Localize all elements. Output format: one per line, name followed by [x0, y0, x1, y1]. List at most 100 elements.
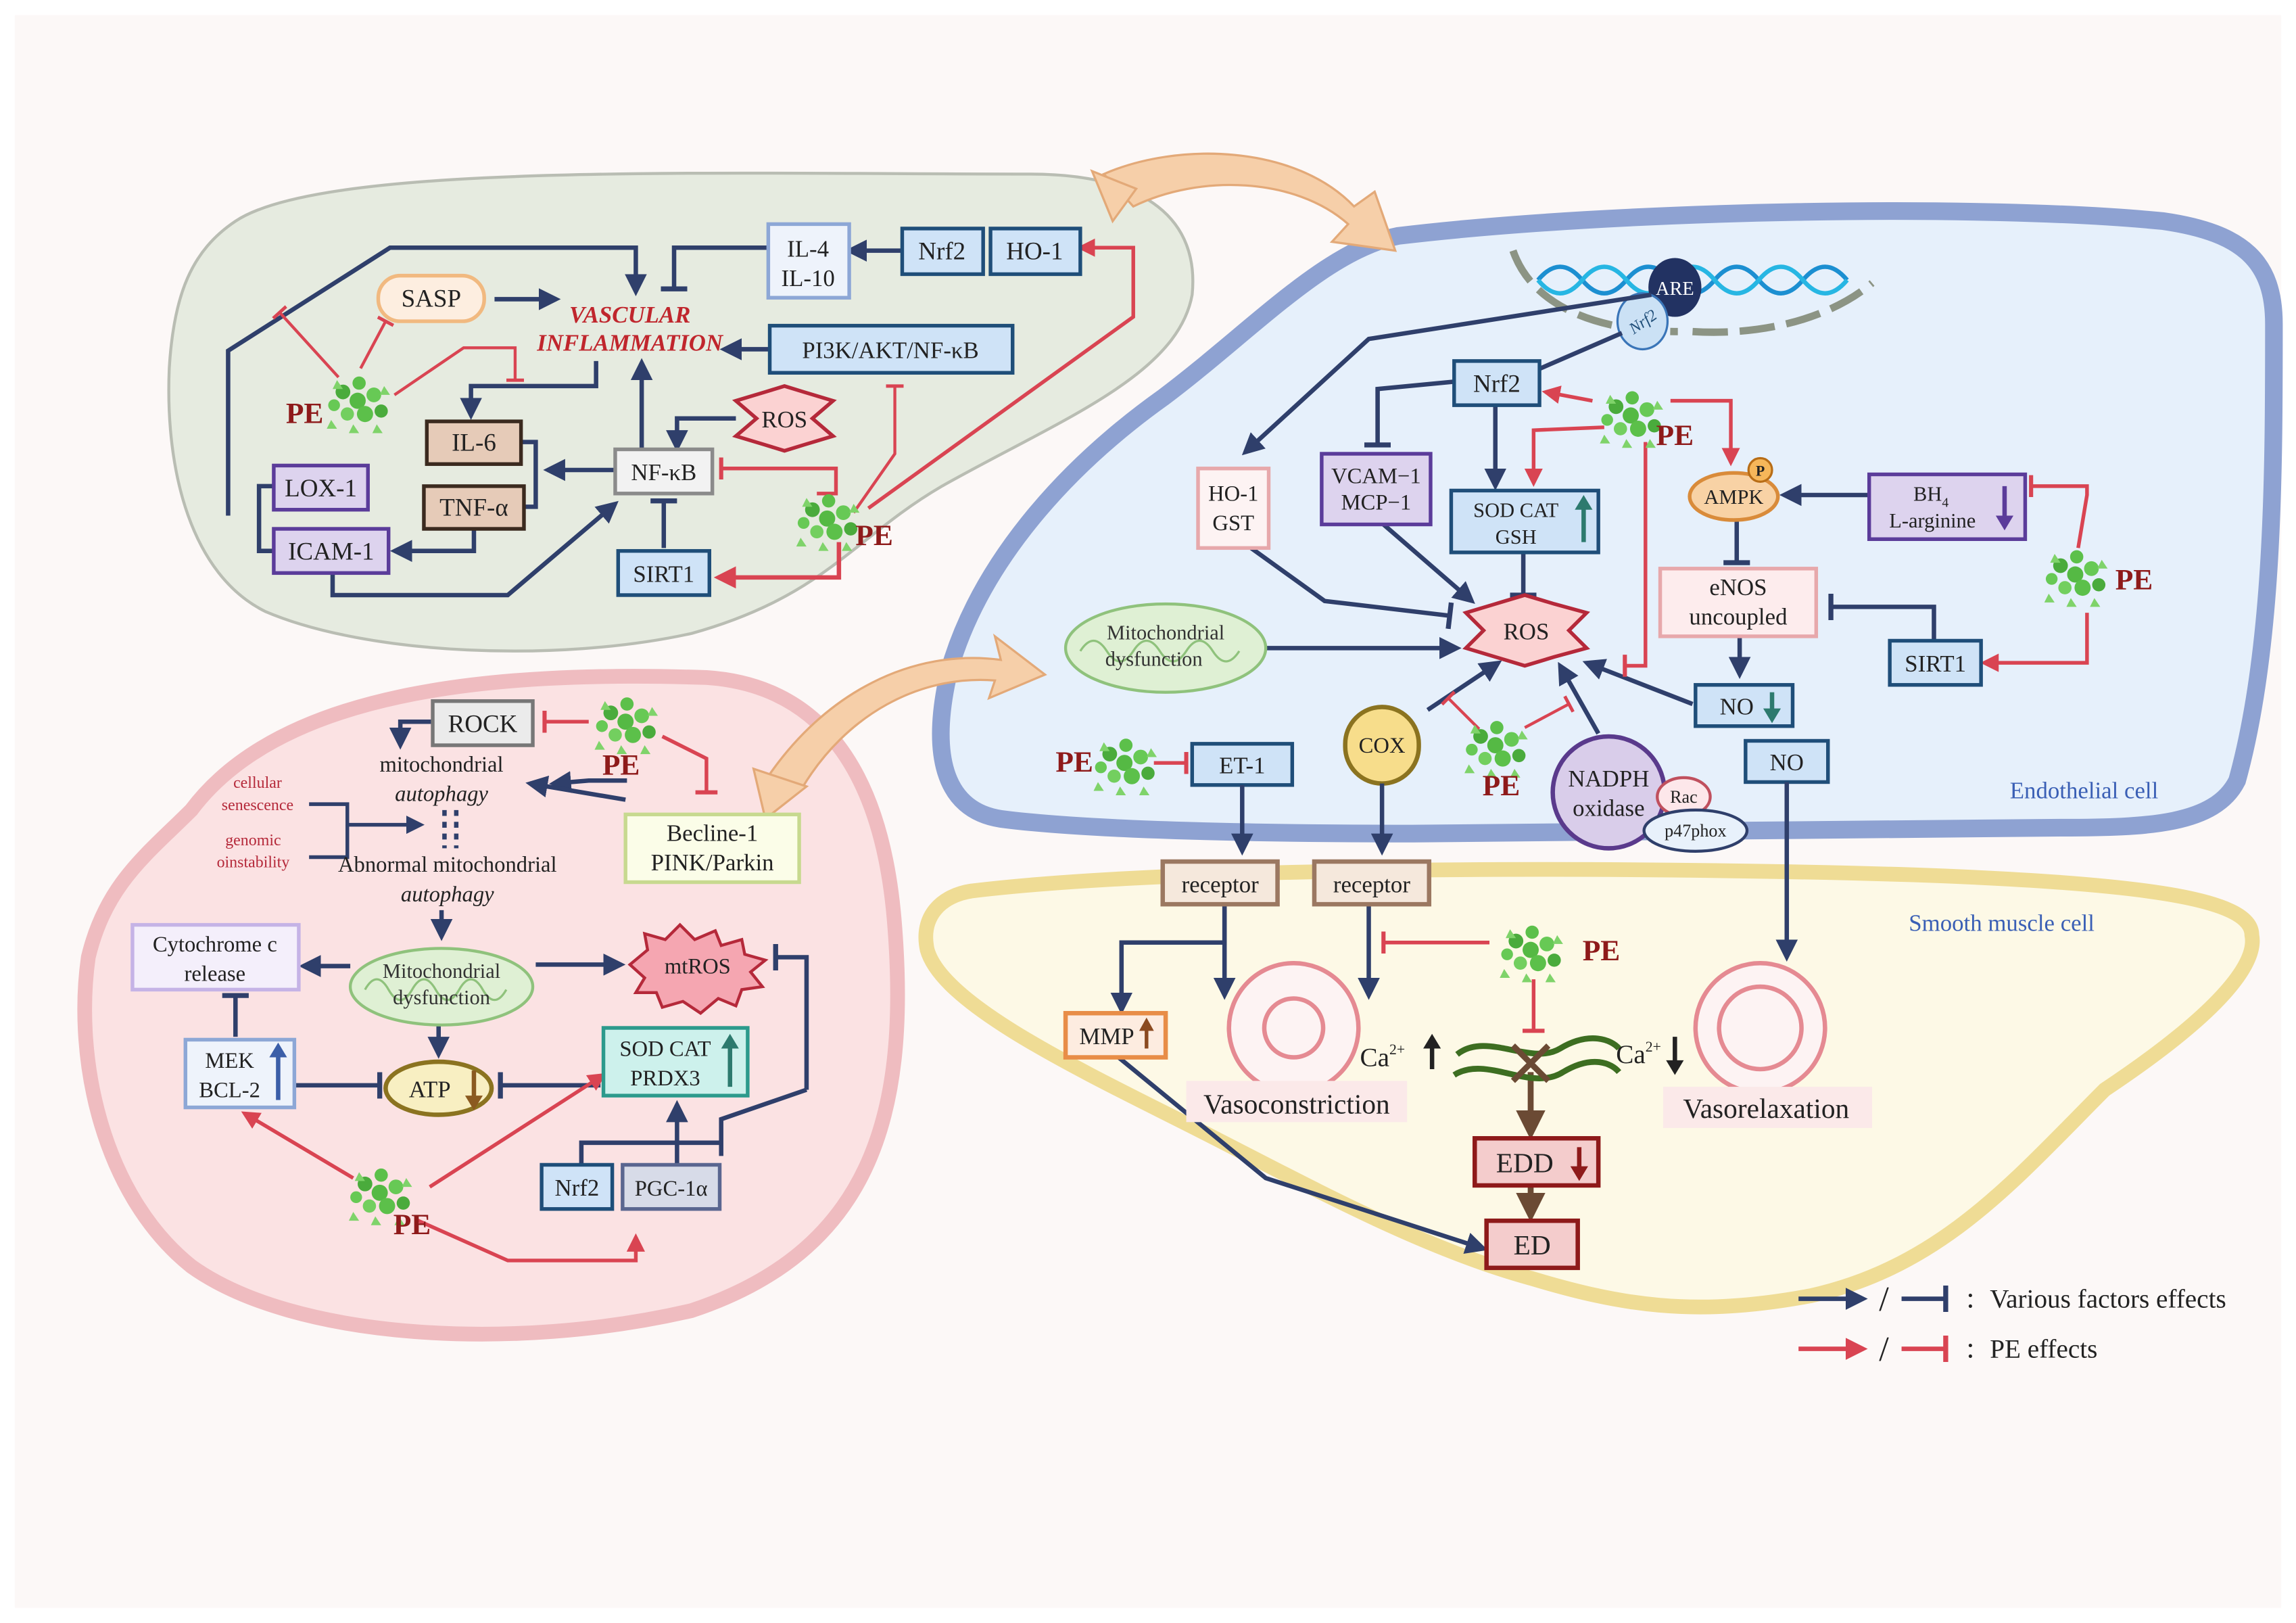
prdx3-label: PRDX3 [630, 1066, 700, 1091]
pgc1a-label: PGC-1α [635, 1177, 708, 1201]
endo-nrf2-label: Nrf2 [1473, 371, 1521, 398]
ed-label: ED [1514, 1229, 1551, 1261]
et1-label: ET-1 [1219, 752, 1265, 778]
endo-ros-label: ROS [1504, 618, 1550, 644]
vascular-inflammation-title-2: INFLAMMATION [536, 330, 724, 356]
legend-colon: : [1966, 1332, 1974, 1365]
rock-label: ROCK [448, 710, 518, 738]
atp-label: ATP [409, 1076, 451, 1102]
cytochrome-c-line-1: Cytochrome c [153, 933, 277, 957]
cellular-senescence-line-1: cellular [233, 774, 282, 792]
pe-label: PE [1055, 746, 1093, 778]
down-arrow-icon [464, 1071, 483, 1110]
endo-sod-cat-label: SOD CAT [1473, 499, 1559, 522]
cytochrome-c-line-2: release [185, 962, 246, 986]
endo-sirt1-label: SIRT1 [1905, 651, 1966, 677]
legend-colon: : [1966, 1282, 1974, 1315]
smc-receptor-node [1312, 859, 1432, 907]
vessel-relaxed-icon [1693, 960, 1827, 1096]
ca-decrease-label: Ca2+ [1616, 1039, 1661, 1069]
p47phox-label: p47phox [1665, 821, 1726, 841]
endo-no-decrease-node [1694, 683, 1795, 728]
panel-link-arrow-top [1090, 152, 1397, 252]
enos-uncoupled-node [1658, 567, 1819, 638]
nfkb-label: NF-κB [631, 459, 696, 486]
inflammation-ho1-node [988, 227, 1082, 277]
oxidase-label: oxidase [1573, 795, 1644, 822]
endo-ho1-label: HO-1 [1208, 482, 1258, 507]
down-arrow-icon [1666, 1037, 1684, 1075]
mitochondria-panel: ROCK PE mitochondrial autophagy cellular… [130, 697, 809, 1263]
mito-autophagy-line-1: mitochondrial [380, 753, 504, 777]
up-arrow-icon [721, 1033, 739, 1087]
pe-label: PE [2115, 563, 2153, 596]
bh4-l-arginine-node [1867, 472, 2028, 541]
ampk-label: AMPK [1704, 486, 1763, 509]
inflammation-sirt1-label: SIRT1 [633, 561, 694, 587]
phosphate-node [1747, 456, 1773, 484]
up-arrow-icon [1423, 1033, 1441, 1069]
ca-superscript: 2+ [1389, 1041, 1405, 1058]
enos-label: eNOS [1709, 574, 1767, 601]
rock-node [431, 699, 535, 747]
pe-label: PE [602, 749, 640, 782]
nfkb-node [613, 447, 715, 496]
mito-dysfunction-line-2: dysfunction [393, 986, 490, 1009]
mtros-label: mtROS [665, 954, 731, 979]
nadph-label: NADPH [1568, 766, 1649, 792]
sasp-node [376, 273, 486, 323]
legend: / : Various factors effects / : PE effec… [1798, 1279, 2226, 1369]
il6-label: IL-6 [452, 429, 496, 457]
inflammation-nrf2-node [900, 227, 985, 277]
smc-receptor-label: receptor [1182, 872, 1259, 898]
pe-label: PE [286, 397, 324, 429]
mtros-node [627, 922, 769, 1015]
vasoconstriction-label: Vasoconstriction [1203, 1088, 1390, 1119]
smc-receptor-node [1160, 859, 1280, 907]
vcam-mcp-node [1320, 452, 1433, 527]
mito-sod-cat-label: SOD CAT [619, 1037, 711, 1061]
smooth-muscle-cell-label: Smooth muscle cell [1909, 910, 2095, 936]
mito-autophagy-line-2: autophagy [395, 782, 488, 807]
up-arrow-icon [1139, 1017, 1154, 1049]
inflammation-panel: SASP VASCULAR INFLAMMATION IL-4 IL-10 Nr… [226, 222, 1135, 598]
becline-label: Becline-1 [667, 820, 758, 847]
pink-parkin-label: PINK/Parkin [651, 849, 774, 876]
icam1-node [272, 527, 391, 575]
mito-nrf2-node [540, 1162, 615, 1211]
up-arrow-icon [269, 1042, 287, 1100]
down-arrow-icon [1763, 692, 1781, 724]
endo-sod-cat-gsh-node [1449, 488, 1600, 555]
bh4-label: BH4 [1913, 483, 1948, 511]
endo-nrf2-node [1452, 359, 1541, 407]
pi3k-akt-nfkb-node [767, 323, 1015, 375]
pe-label: PE [393, 1208, 431, 1241]
endo-mitochondrion-icon [1063, 602, 1268, 694]
cytochrome-c-node [130, 922, 301, 992]
down-arrow-icon [1570, 1147, 1588, 1181]
il6-node [425, 419, 523, 466]
pi3k-akt-nfkb-label: PI3K/AKT/NF-κB [802, 337, 978, 364]
vasorelaxation-label: Vasorelaxation [1683, 1093, 1849, 1124]
smooth-muscle-fiber-icon [1452, 1035, 1621, 1083]
mito-nrf2-label: Nrf2 [554, 1175, 599, 1201]
edd-label: EDD [1496, 1147, 1554, 1178]
mcp-label: MCP−1 [1341, 491, 1412, 515]
il4-il10-node [766, 222, 851, 300]
vessel-constricted-icon [1226, 960, 1361, 1096]
inflammation-ros-label: ROS [761, 406, 807, 433]
cox-label: COX [1359, 734, 1406, 758]
ed-node [1484, 1218, 1580, 1271]
mito-dysfunction-line-1: Mitochondrial [383, 960, 500, 983]
mek-label: MEK [205, 1049, 254, 1073]
il10-label: IL-10 [781, 265, 834, 291]
dna-bound-nrf2-node [1616, 292, 1669, 351]
p47phox-node [1642, 808, 1749, 853]
legend-pe-label: PE effects [1990, 1335, 2097, 1364]
sasp-label: SASP [402, 285, 461, 312]
tnf-alpha-label: TNF-α [439, 494, 508, 521]
ca-increase-label: Ca2+ [1360, 1041, 1405, 1072]
abnormal-autophagy-line-1: Abnormal mitochondrial [338, 853, 557, 877]
icam1-label: ICAM-1 [288, 538, 374, 566]
